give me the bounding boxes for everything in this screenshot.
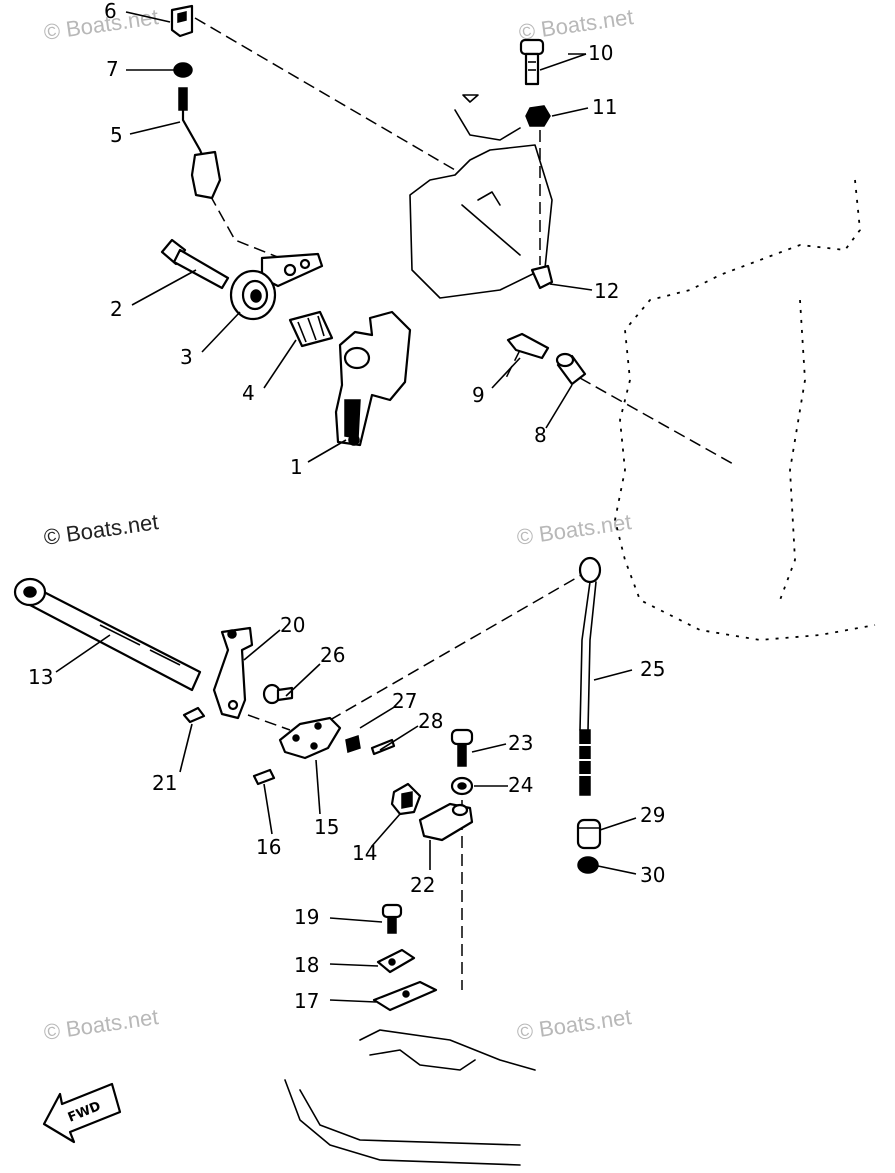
- callout-5: 5: [110, 123, 123, 147]
- part-6-clip: [170, 4, 194, 38]
- callout-11: 11: [592, 95, 617, 119]
- engine-block-outline: [614, 179, 876, 641]
- part-16-pin: [252, 768, 276, 786]
- callout-22: 22: [410, 873, 435, 897]
- callout-19: 19: [294, 905, 319, 929]
- callout-numbers: 6 7 5 10 11 12 2 3 4 1 9 8 13 20 26 27 2…: [28, 0, 665, 1013]
- leader-lines: [55, 11, 637, 1003]
- part-2-bolt: [160, 238, 230, 290]
- watermark-bottom-left: © Boats.net: [42, 1004, 160, 1045]
- callout-29: 29: [640, 803, 665, 827]
- part-14-nut: [390, 782, 422, 816]
- part-5-link-rod: [178, 87, 222, 200]
- part-17-plate: [372, 980, 438, 1012]
- part-23-bolt: [450, 728, 474, 767]
- callout-28: 28: [418, 709, 443, 733]
- callout-25: 25: [640, 657, 665, 681]
- callout-15: 15: [314, 815, 339, 839]
- callout-27: 27: [392, 689, 417, 713]
- part-11-nut: [525, 105, 551, 127]
- part-15-bracket: [278, 716, 342, 760]
- watermark-bottom-right: © Boats.net: [515, 1004, 633, 1045]
- part-28-pin: [370, 738, 396, 756]
- watermark-top-left: © Boats.net: [42, 4, 160, 45]
- callout-24: 24: [508, 773, 533, 797]
- part-8-sleeve: [555, 352, 587, 386]
- watermark-mid-left: © Boats.net: [42, 509, 160, 550]
- callout-8: 8: [534, 423, 547, 447]
- lower-cowling-outline: [284, 1029, 536, 1166]
- bracket-block: [409, 94, 553, 299]
- callout-12: 12: [594, 279, 619, 303]
- callout-9: 9: [472, 383, 485, 407]
- callout-20: 20: [280, 613, 305, 637]
- fwd-arrow: FWD: [42, 1082, 122, 1144]
- part-10-bolt: [519, 38, 545, 86]
- callout-2: 2: [110, 297, 123, 321]
- part-24-washer: [450, 776, 474, 796]
- part-29-socket: [576, 818, 602, 850]
- part-12-clip: [530, 264, 554, 290]
- watermarks: © Boats.net © Boats.net © Boats.net © Bo…: [42, 4, 635, 1045]
- part-18-plate: [376, 948, 416, 974]
- watermark-top-right: © Boats.net: [517, 4, 635, 45]
- part-22-lever: [418, 802, 474, 842]
- callout-3: 3: [180, 345, 193, 369]
- callout-4: 4: [242, 381, 255, 405]
- callout-10: 10: [588, 41, 613, 65]
- callout-13: 13: [28, 665, 53, 689]
- part-27-clip: [345, 735, 361, 753]
- part-25-rod: [578, 556, 602, 796]
- callout-21: 21: [152, 771, 177, 795]
- callout-16: 16: [256, 835, 281, 859]
- callout-23: 23: [508, 731, 533, 755]
- callout-7: 7: [106, 57, 119, 81]
- part-1-throttle-cam: [334, 310, 412, 447]
- part-9-link-end: [506, 332, 550, 360]
- callout-30: 30: [640, 863, 665, 887]
- part-26-screw: [262, 683, 294, 705]
- watermark-mid-right: © Boats.net: [515, 509, 633, 550]
- part-13-shaft: [13, 577, 202, 692]
- part-19-screw: [381, 903, 403, 934]
- assembly-lines: [194, 17, 736, 990]
- callout-17: 17: [294, 989, 319, 1013]
- callout-26: 26: [320, 643, 345, 667]
- callout-6: 6: [104, 0, 117, 23]
- part-30-nut: [577, 856, 599, 874]
- part-7-nut: [173, 62, 193, 78]
- part-21-pin: [182, 706, 206, 724]
- part-20-lever: [212, 626, 254, 720]
- callout-1: 1: [290, 455, 303, 479]
- part-4-spring: [288, 310, 334, 348]
- callout-18: 18: [294, 953, 319, 977]
- callout-14: 14: [352, 841, 377, 865]
- part-3-pulley: [229, 269, 277, 321]
